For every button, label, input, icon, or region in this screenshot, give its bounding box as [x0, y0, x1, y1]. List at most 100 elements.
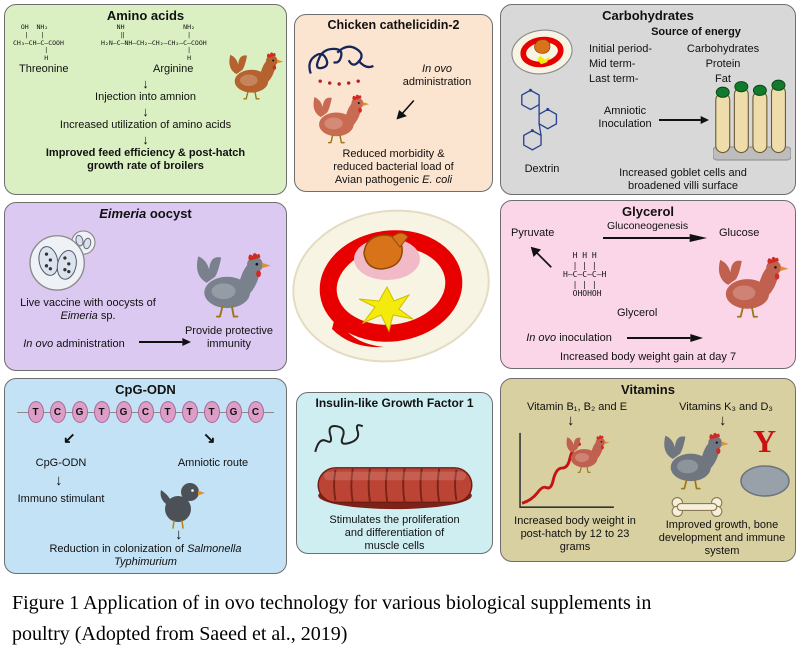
igf1-title: Insulin-like Growth Factor 1 [315, 396, 474, 410]
eimeria-title-rest: oocyst [146, 206, 192, 221]
amniotic-inoculation-label: Amniotic Inoculation [598, 105, 652, 130]
chicken-icon [663, 432, 730, 490]
chicken-embryo-egg-illustration [292, 209, 490, 363]
cpg-odn-title: CpG-ODN [115, 382, 176, 397]
table-row: Initial period- Carbohydrates [589, 42, 774, 57]
chicken-icon [718, 255, 790, 318]
antibody-y-icon: Y [753, 423, 777, 459]
down-arrow-icon: ↓ [175, 526, 183, 543]
panel-amino-acids: Amino acids OH NH₂ | | CH₃–CH–C–COOH | H… [4, 4, 287, 195]
row-label: Initial period- [589, 43, 652, 55]
immuno-stimulant-label: Immuno stimulant [17, 493, 105, 505]
panel-cathelicidin: Chicken cathelicidin-2 In ovo administra… [294, 14, 493, 192]
arginine-label: Arginine [153, 63, 194, 75]
panel-vitamins: Vitamins Vitamin B₁, B₂ and E Vitamins K… [500, 378, 796, 562]
administration-text: administration [53, 338, 125, 350]
arginine-structure-formula: NH NH₂ ‖ | H₂N–C–NH–CH₂–CH₂–CH₂–C–COOH |… [101, 23, 207, 63]
muscle-icon [317, 467, 473, 510]
glycerol-title: Glycerol [621, 204, 675, 219]
row-value: Carbohydrates [686, 43, 760, 55]
in-ovo-administration-label: In ovo administration [9, 338, 139, 351]
vaccine-line2: Eimeria sp. [9, 310, 167, 323]
chicken-icon [565, 434, 611, 473]
cpg-result-line1: Reduction in colonization of Salmonella [9, 543, 282, 556]
cathelicidin-title: Chicken cathelicidin-2 [327, 18, 460, 32]
e-coli-text: E. coli [422, 174, 453, 186]
vitamins-left-result: Increased body weight in post-hatch by 1… [514, 515, 636, 553]
chicken-icon [312, 93, 370, 144]
right-arrow-icon [659, 116, 709, 124]
down-left-arrow-icon [396, 99, 415, 120]
down-arrow-icon: ↓ [142, 76, 149, 91]
chicken-icon [195, 252, 272, 318]
pyruvate-label: Pyruvate [511, 227, 555, 239]
table-row: Mid term- Protein [589, 57, 774, 72]
dna-base: C [49, 401, 66, 423]
igf1-result: Stimulates the proliferation and differe… [329, 514, 460, 552]
glucose-label: Glucose [719, 227, 760, 239]
in-ovo-text: In ovo [23, 338, 54, 350]
salmonella-text: Salmonella [187, 543, 242, 555]
down-left-arrow-icon: ↙ [63, 430, 76, 447]
table-row: Last term- Fat [589, 72, 774, 87]
glycerol-structure-formula: H H H | | | H–C–C–C–H | | | OHOHOH [563, 251, 607, 299]
threonine-structure-formula: OH NH₂ | | CH₃–CH–C–COOH | H [13, 23, 64, 63]
igf1-protein-icon [314, 424, 364, 453]
panel-carbohydrates: Carbohydrates Source of energy Initial p… [500, 4, 796, 195]
right-arrow-icon [627, 334, 703, 342]
dna-base: T [27, 401, 44, 423]
threonine-label: Threonine [19, 63, 69, 75]
vitamin-k-d-heading: Vitamins K₃ and D₃ [679, 401, 773, 413]
eimeria-title: Eimeria oocyst [5, 203, 286, 221]
dna-base: T [159, 401, 176, 423]
panel-igf1: Insulin-like Growth Factor 1 Stimulates … [296, 392, 493, 554]
down-right-arrow-icon: ↘ [203, 430, 216, 447]
egg-icon [511, 29, 573, 75]
dna-base: G [71, 401, 88, 423]
row-label: Last term- [589, 73, 639, 85]
glycerol-result: Increased body weight gain at day 7 [559, 351, 737, 363]
eimeria-sp-italic: Eimeria [60, 310, 98, 322]
row-value: Protein [705, 58, 741, 70]
up-left-arrow-icon [530, 246, 552, 268]
amniotic-route-label: Amniotic route [177, 457, 249, 469]
carbohydrates-result: Increased goblet cells and broadened vil… [619, 167, 747, 192]
result-line1: Reduced morbidity & [342, 148, 445, 160]
figure-caption: Figure 1 Application of in ovo technolog… [12, 592, 652, 645]
row-label: Mid term- [589, 58, 636, 70]
gluconeogenesis-label: Gluconeogenesis [607, 220, 689, 232]
live-vaccine-label: Live vaccine with oocysts of Eimeria sp. [9, 297, 167, 323]
inoculation-text: inoculation [556, 332, 612, 344]
result-line3-normal: Avian pathogenic [334, 174, 423, 186]
dna-base: C [247, 401, 264, 423]
amino-acids-result: Improved feed efficiency & post-hatch gr… [45, 147, 246, 172]
growth-curve-graph [519, 432, 614, 508]
amino-acids-title: Amino acids [106, 8, 185, 23]
dna-base: T [93, 401, 110, 423]
glycerol-label: Glycerol [617, 307, 658, 319]
injection-step: Injection into amnion [95, 91, 196, 103]
vitamins-right-result: Improved growth, bone development and im… [658, 519, 786, 557]
immune-cell-icon [740, 465, 790, 497]
intestinal-villi-icon [713, 79, 791, 161]
dna-base: T [181, 401, 198, 423]
eimeria-oocyst-icon [29, 230, 96, 291]
row-value: Fat [715, 73, 731, 85]
dna-base: G [115, 401, 132, 423]
dextrin-structure-icon [521, 88, 558, 151]
vitamin-b-e-heading: Vitamin B₁, B₂ and E [526, 401, 628, 413]
result-line3: Avian pathogenic E. coli [299, 174, 488, 187]
utilization-step: Increased utilization of amino acids [59, 119, 232, 131]
in-ovo-text: In ovo [422, 63, 452, 75]
vaccine-rest: sp. [97, 310, 116, 322]
in-ovo-text: In ovo [526, 332, 557, 344]
in-ovo-administration-label: In ovo administration [387, 63, 487, 89]
administration-text: administration [402, 76, 472, 88]
cpg-result: Reduction in colonization of Salmonella … [9, 543, 282, 569]
in-ovo-inoculation-label: In ovo inoculation [509, 332, 629, 345]
chick-icon [159, 482, 206, 529]
vaccine-line1: Live vaccine with oocysts of [20, 297, 156, 309]
